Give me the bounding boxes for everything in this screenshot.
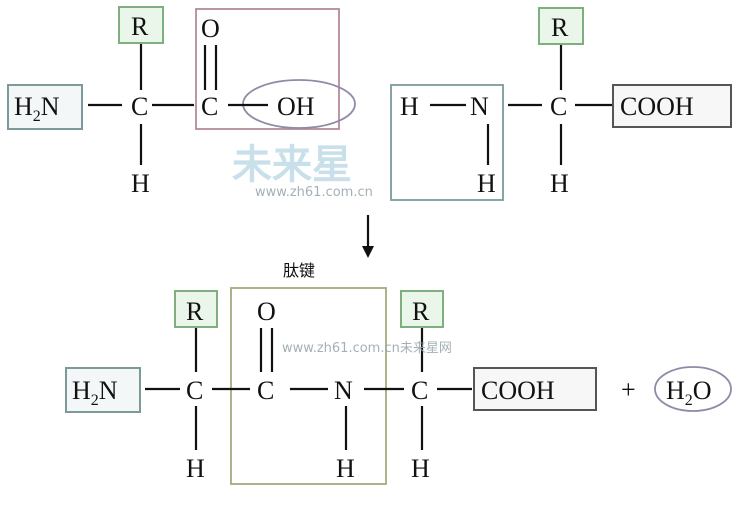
r-group-2: R: [551, 13, 569, 42]
r-box-3: [174, 290, 218, 328]
plus-sign: +: [621, 375, 636, 404]
carbonyl-oxygen-top: O: [201, 14, 220, 43]
r-box-4: [400, 290, 444, 328]
amino-group-label: H2N: [14, 92, 60, 125]
carbonyl-carbon-top: C: [201, 92, 218, 121]
water-molecule: H2O: [666, 376, 712, 409]
amino-nitrogen: N: [470, 92, 489, 121]
carboxyl-frame-top: [195, 8, 340, 130]
r-group-1: R: [131, 12, 149, 41]
carbonyl-oxygen-bottom: O: [257, 297, 276, 326]
amino-group-label-bottom: H2N: [72, 376, 118, 409]
hydrogen-3: H: [550, 169, 569, 198]
amino-hydrogen: H: [400, 92, 419, 121]
r-group-3: R: [186, 297, 204, 326]
hydrogen-2: H: [477, 169, 496, 198]
carboxyl-group-bottom: COOH: [481, 376, 555, 405]
carboxyl-group-top: COOH: [620, 92, 694, 121]
r-group-4: R: [412, 297, 430, 326]
hydrogen-6: H: [411, 454, 430, 483]
cooh-box-bottom: [473, 367, 597, 411]
amino-frame-top: [390, 84, 504, 201]
hydroxyl-group: OH: [277, 92, 315, 121]
water-oval: [654, 366, 732, 412]
peptide-nitrogen: N: [334, 376, 353, 405]
reaction-arrow-head: [362, 246, 374, 258]
alpha-carbon-2: C: [550, 92, 567, 121]
watermark-url-bottom: www.zh61.com.cn未来星网: [282, 341, 452, 356]
carbonyl-carbon-bottom: C: [257, 376, 274, 405]
cooh-box-top: [612, 84, 732, 128]
alpha-carbon-4: C: [411, 376, 428, 405]
watermark-logo: 未来星: [232, 142, 352, 188]
hydrogen-4: H: [186, 454, 205, 483]
peptide-bond-label: 肽键: [283, 261, 315, 280]
h2n-box-top: [7, 84, 83, 130]
peptide-bond-frame: [230, 287, 387, 485]
watermark-url: www.zh61.com.cn: [255, 185, 373, 200]
hydrogen-1: H: [131, 169, 150, 198]
alpha-carbon-1: C: [131, 92, 148, 121]
h2n-box-bottom: [65, 367, 141, 413]
r-box-1: [118, 6, 164, 44]
alpha-carbon-3: C: [186, 376, 203, 405]
r-box-2: [538, 7, 584, 45]
hydrogen-5: H: [336, 454, 355, 483]
